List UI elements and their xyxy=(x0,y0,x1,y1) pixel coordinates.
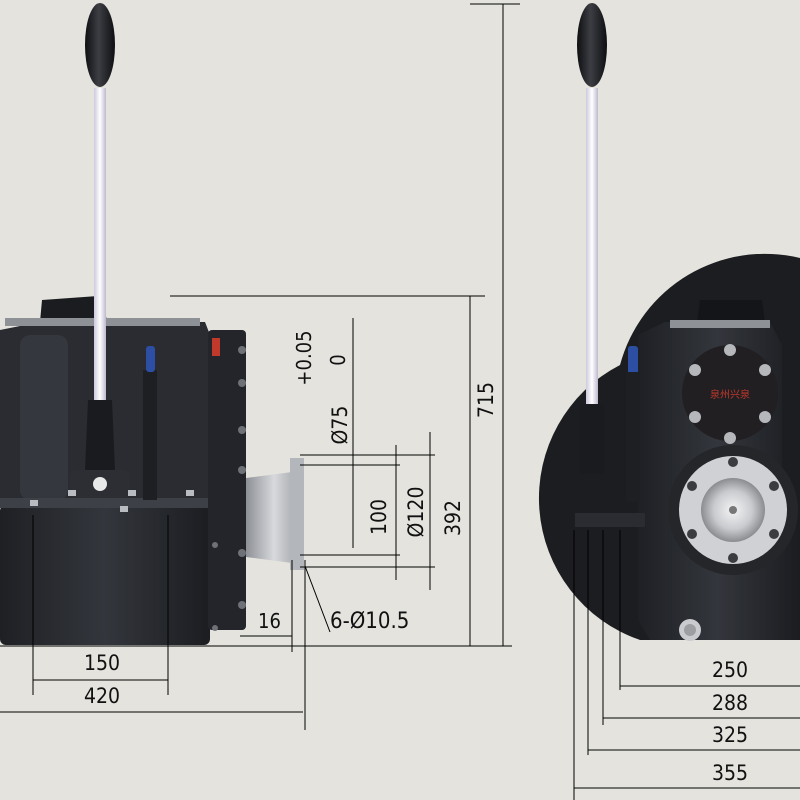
selector-knob xyxy=(146,346,155,372)
filler-cap xyxy=(40,296,108,322)
housing-rib xyxy=(0,498,230,508)
side-plate xyxy=(208,330,246,630)
lever-base xyxy=(85,400,115,470)
dim-width-355: 355 xyxy=(712,761,748,785)
dim-tolerance-lower: 0 xyxy=(326,354,350,365)
output-flange xyxy=(246,465,302,570)
selector-rod xyxy=(143,370,157,500)
front-cap xyxy=(697,300,765,322)
lower-housing xyxy=(0,505,210,645)
upper-cover-bolts xyxy=(689,344,771,444)
front-lever-base xyxy=(580,404,604,474)
dim-flange-dia: Ø120 xyxy=(404,487,428,538)
dim-foot-spacing-outer: 420 xyxy=(84,684,120,708)
dimension-labels: 715 392 Ø120 100 Ø75 0 +0.05 6-Ø10.5 16 … xyxy=(84,330,748,785)
dim-hole-spec: 6-Ø10.5 xyxy=(330,609,409,634)
dimension-lines xyxy=(0,3,800,800)
dim-flange-thickness: 16 xyxy=(258,609,281,633)
side-view xyxy=(0,3,304,645)
dim-width-288: 288 xyxy=(712,691,748,715)
lever-pivot xyxy=(93,477,107,491)
front-top-plate xyxy=(670,320,770,328)
lever-knob xyxy=(85,3,115,87)
dim-width-325: 325 xyxy=(712,723,748,747)
flange-face xyxy=(290,458,304,570)
dim-bore-spacing: 100 xyxy=(367,499,391,535)
cover-marking: 泉州兴泉 xyxy=(710,388,750,401)
red-marking xyxy=(212,338,220,356)
mount-foot xyxy=(575,513,645,527)
side-plate-bolts xyxy=(212,346,246,631)
base-bolts xyxy=(30,490,194,512)
dim-width-250: 250 xyxy=(712,658,748,682)
drain-plug-inner xyxy=(684,624,696,636)
shaft-center xyxy=(729,506,737,514)
housing-panel xyxy=(20,335,68,500)
lower-cover-bolts xyxy=(687,457,779,563)
dim-overall-height: 715 xyxy=(474,382,498,418)
dim-foot-spacing-inner: 150 xyxy=(84,651,120,675)
front-lever-rod xyxy=(586,88,598,408)
dim-pilot-dia: Ø75 xyxy=(328,406,352,445)
front-view: 泉州兴泉 xyxy=(538,3,800,641)
front-lever-knob xyxy=(577,3,607,87)
upper-cover xyxy=(682,345,778,441)
lever-rod xyxy=(94,88,106,408)
front-selector-rod xyxy=(626,372,640,502)
dim-tolerance-upper: +0.05 xyxy=(292,330,316,385)
front-selector-knob xyxy=(628,346,638,374)
dim-lower-height: 392 xyxy=(441,500,465,536)
